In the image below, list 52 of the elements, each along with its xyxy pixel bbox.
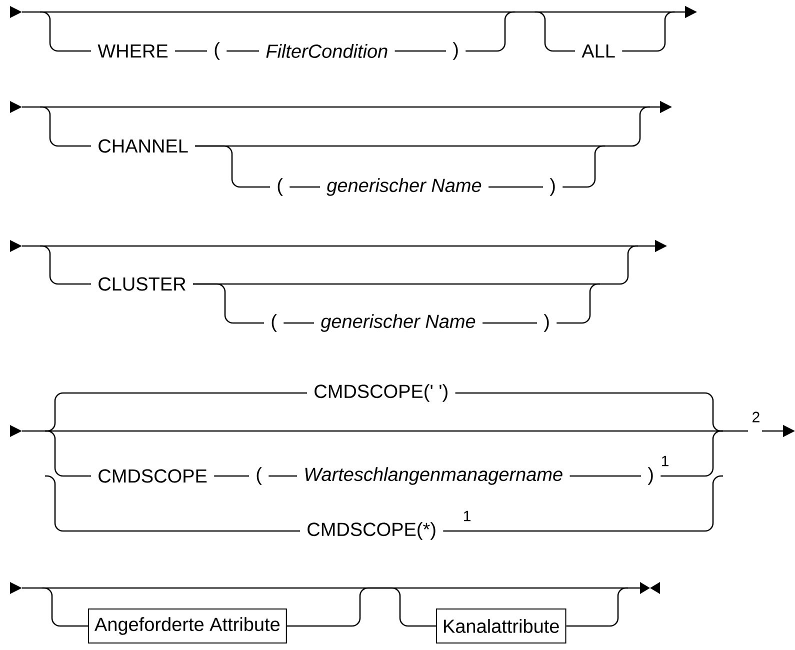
syntax-rail <box>40 106 91 147</box>
syntax-rail <box>45 430 91 477</box>
parenthesis: ) <box>544 314 549 332</box>
parenthesis: ( <box>272 314 277 332</box>
syntax-rail <box>570 475 641 477</box>
syntax-rail <box>394 50 446 52</box>
keyword: ALL <box>582 44 615 58</box>
syntax-rail <box>45 475 300 532</box>
syntax-rail <box>466 11 515 52</box>
footnote-number: 2 <box>752 412 760 422</box>
keyword: CHANNEL <box>98 139 188 153</box>
syntax-rail <box>286 587 436 627</box>
variable-name: Warteschlangenmanagername <box>305 467 562 485</box>
syntax-rail <box>556 283 600 324</box>
syntax-rail <box>40 11 91 52</box>
syntax-rail <box>45 392 307 432</box>
syntax-rail <box>284 322 314 324</box>
syntax-rail <box>535 11 575 52</box>
syntax-rail <box>566 587 628 627</box>
syntax-rail <box>175 50 207 52</box>
keyword: CMDSCOPE(' ') <box>314 384 448 402</box>
parenthesis: ( <box>214 42 220 60</box>
syntax-rail <box>40 245 91 285</box>
syntax-rail <box>482 322 537 324</box>
syntax-rail <box>290 186 320 188</box>
syntax-rail <box>195 145 270 188</box>
variable-name: generischer Name <box>320 314 476 332</box>
parenthesis: ( <box>278 178 283 196</box>
syntax-rail <box>42 587 88 627</box>
syntax-box: Angeforderte Attribute <box>88 608 287 644</box>
variable-name: generischer Name <box>326 178 482 196</box>
parenthesis: ( <box>256 467 262 485</box>
keyword: CMDSCOPE <box>98 469 207 483</box>
parenthesis: ) <box>550 178 555 196</box>
syntax-rail <box>226 50 259 52</box>
syntax-rail <box>488 186 543 188</box>
syntax-rail <box>622 11 675 52</box>
footnote-number: 1 <box>662 456 668 466</box>
syntax-rail <box>562 145 605 188</box>
syntax-rail <box>660 430 723 477</box>
syntax-rail <box>214 475 249 477</box>
parenthesis: ) <box>452 42 458 60</box>
parenthesis: ) <box>648 467 653 485</box>
syntax-rail <box>192 283 264 324</box>
keyword: WHERE <box>98 44 168 58</box>
variable-name: FilterCondition <box>266 44 388 58</box>
keyword: CLUSTER <box>98 277 186 291</box>
keyword: CMDSCOPE(*) <box>308 522 436 540</box>
syntax-rail <box>268 475 297 477</box>
syntax-box: Kanalattribute <box>436 608 566 644</box>
footnote-number: 1 <box>464 510 470 522</box>
syntax-rail <box>443 475 724 532</box>
